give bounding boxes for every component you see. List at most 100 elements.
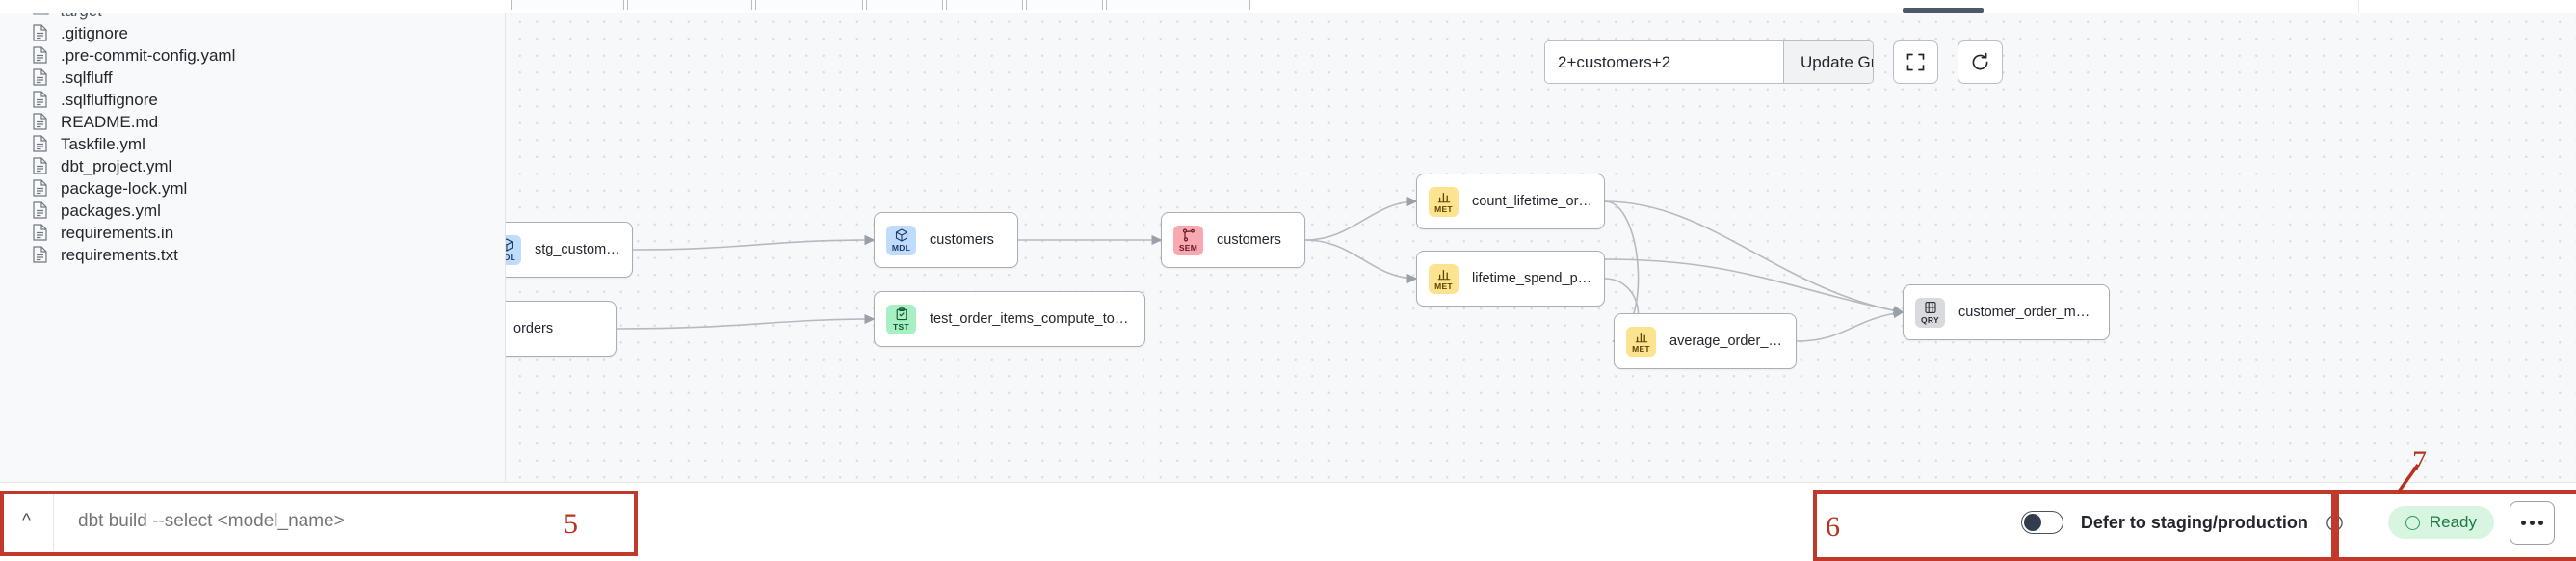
active-tab-underline (1903, 8, 1984, 13)
file-name: .sqlfluffignore (61, 90, 158, 109)
editor-tab[interactable] (627, 0, 752, 10)
cube-icon (506, 237, 513, 254)
node-type-label: QRY (1920, 315, 1939, 325)
graph-selector-box: Update Graph (1544, 40, 1874, 84)
node-type-badge-met: MET (1429, 186, 1459, 217)
more-options-button[interactable] (2510, 500, 2555, 545)
status-badge[interactable]: Ready (2387, 506, 2494, 539)
graph-node[interactable]: MDL stg_customers (506, 222, 633, 278)
graph-node[interactable]: QRY customer_order_metrics (1903, 284, 2110, 340)
node-type-label: TST (893, 322, 909, 332)
command-history-toggle[interactable]: ^ (0, 491, 54, 551)
file-name: package-lock.yml (61, 178, 188, 198)
status-right-cluster: Defer to staging/production Ready (1958, 483, 2576, 561)
editor-tab[interactable] (755, 0, 863, 10)
graph-node[interactable]: MET lifetime_spend_pretax (1416, 251, 1605, 307)
node-type-label: SEM (1178, 243, 1198, 253)
status-bar: ^ Defer to staging/production (0, 482, 2576, 561)
status-badge-label: Ready (2429, 513, 2477, 531)
file-name: .gitignore (61, 23, 128, 42)
file-list-item[interactable]: README.md (0, 111, 505, 133)
file-name: dbt_project.yml (61, 156, 172, 175)
graph-node[interactable]: MDLorders (506, 301, 617, 357)
file-explorer-sidebar: target.gitignore.pre-commit-config.yaml.… (0, 0, 506, 482)
node-label: orders (513, 321, 554, 336)
annotation-number-5: 5 (564, 508, 578, 540)
graph-node[interactable]: MDL customers (874, 212, 1018, 268)
node-type-label: MET (1434, 281, 1453, 291)
node-label: customer_order_metrics (1958, 305, 2109, 320)
command-bar: ^ (0, 491, 636, 551)
file-icon (33, 135, 49, 153)
graph-node[interactable]: MET average_order_value (1614, 313, 1797, 369)
file-list-item[interactable]: Taskfile.yml (0, 133, 505, 155)
refresh-button[interactable] (1958, 40, 2003, 84)
file-icon (33, 46, 49, 65)
node-type-badge-sem: SEM (1173, 225, 1203, 255)
query-icon (1924, 301, 1937, 316)
file-icon (33, 179, 49, 198)
file-list-item[interactable]: .pre-commit-config.yaml (0, 44, 505, 67)
editor-tabs (511, 0, 1253, 10)
node-label: average_order_value (1669, 334, 1796, 349)
node-label: lifetime_spend_pretax (1472, 271, 1604, 286)
node-type-badge-mdl: MDL (886, 225, 916, 255)
fullscreen-button[interactable] (1893, 40, 1938, 84)
update-graph-button[interactable]: Update Graph (1783, 41, 1873, 83)
ready-group: Ready (2363, 483, 2576, 561)
file-list-item[interactable]: .sqlfluffignore (0, 89, 505, 111)
editor-tab[interactable] (511, 0, 624, 10)
ellipsis-icon (2521, 520, 2543, 525)
node-type-badge-mdl: MDL (506, 234, 521, 265)
graph-node[interactable]: TSTtest_order_items_compute_to_bools… (874, 291, 1145, 347)
node-label: customers (930, 232, 994, 248)
node-type-label: MET (1434, 204, 1453, 214)
file-list-item[interactable]: dbt_project.yml (0, 155, 505, 177)
file-icon (33, 24, 49, 42)
question-circle-icon[interactable] (2326, 514, 2344, 532)
file-list-item[interactable]: packages.yml (0, 200, 505, 222)
semantic-icon (1182, 227, 1196, 244)
editor-tab-strip (0, 0, 2576, 13)
barchart-icon (1635, 330, 1648, 345)
file-list-item[interactable]: requirements.in (0, 222, 505, 244)
defer-toggle[interactable] (2020, 511, 2063, 534)
file-icon (33, 91, 49, 109)
file-icon (33, 224, 49, 242)
lineage-graph-panel[interactable]: MDL stg_customersMDLorders MDL customersTST… (506, 0, 2576, 482)
circle-icon (2405, 515, 2420, 530)
graph-selector-input[interactable] (1545, 41, 1783, 83)
node-type-label: MDL (506, 253, 516, 262)
graph-node[interactable]: MET count_lifetime_orders (1416, 174, 1605, 229)
defer-group: Defer to staging/production (1958, 483, 2363, 561)
graph-edges (616, 196, 1905, 346)
file-icon (33, 157, 49, 175)
file-icon (33, 201, 49, 220)
tab-strip-right-edge (2358, 0, 2576, 13)
file-list-item[interactable]: package-lock.yml (0, 177, 505, 200)
file-name: requirements.in (61, 223, 174, 242)
node-type-badge-met: MET (1429, 263, 1459, 294)
file-list-item[interactable]: .gitignore (0, 22, 505, 44)
editor-tab[interactable] (866, 0, 943, 10)
file-list-item[interactable]: .sqlfluff (0, 67, 505, 89)
node-type-label: MDL (891, 243, 911, 253)
editor-tab[interactable] (1106, 0, 1250, 10)
node-label: stg_customers (535, 242, 626, 257)
expand-icon (1906, 52, 1926, 72)
editor-tab[interactable] (946, 0, 1023, 10)
command-input[interactable] (54, 491, 636, 551)
file-name: .sqlfluff (61, 67, 113, 87)
file-name: README.md (61, 112, 159, 131)
file-name: .pre-commit-config.yaml (61, 45, 236, 65)
editor-tab[interactable] (1026, 0, 1103, 10)
node-type-badge-tst: TST (886, 304, 916, 334)
node-label: count_lifetime_orders (1472, 194, 1604, 209)
file-list-item[interactable]: requirements.txt (0, 244, 505, 266)
refresh-icon (1970, 52, 1990, 72)
node-type-label: MET (1632, 344, 1650, 354)
node-type-badge-met: MET (1626, 326, 1656, 357)
file-name: packages.yml (61, 200, 161, 220)
